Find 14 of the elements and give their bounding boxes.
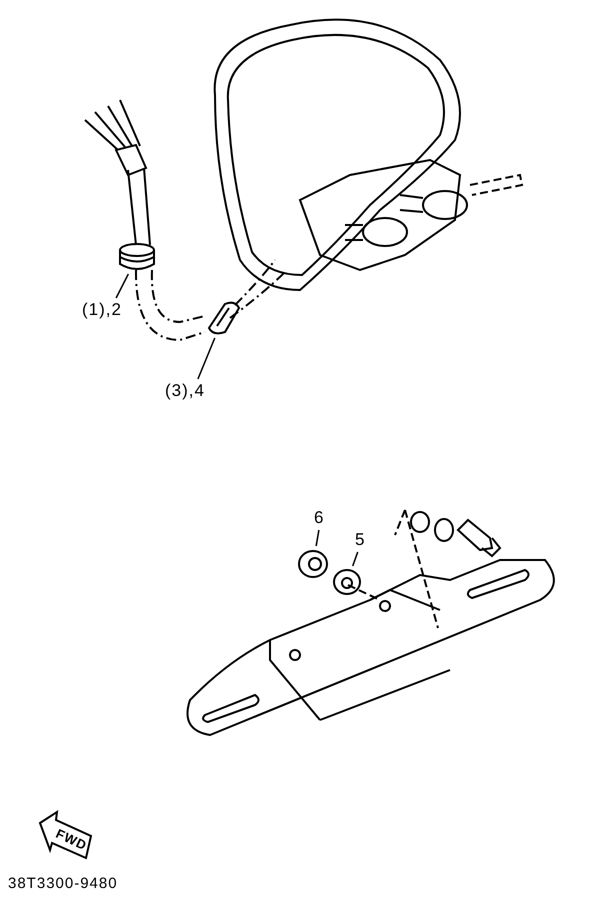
leader-line: [315, 530, 320, 546]
callout-number: 5: [355, 530, 366, 550]
part-number: 38T3300-9480: [8, 874, 118, 894]
callout-number: (3),4: [165, 381, 205, 401]
nut-drawing: [297, 548, 329, 580]
grommet-drawing: [205, 300, 241, 336]
washer-drawing: [332, 568, 362, 596]
grommet-drawing: [118, 242, 156, 272]
callout-number: (1),2: [82, 300, 122, 320]
leader-line: [352, 552, 358, 566]
direction-label: FWD: [52, 824, 90, 856]
leader-line: [115, 274, 129, 298]
callout-number: 6: [314, 508, 324, 528]
leader-line: [197, 338, 216, 380]
